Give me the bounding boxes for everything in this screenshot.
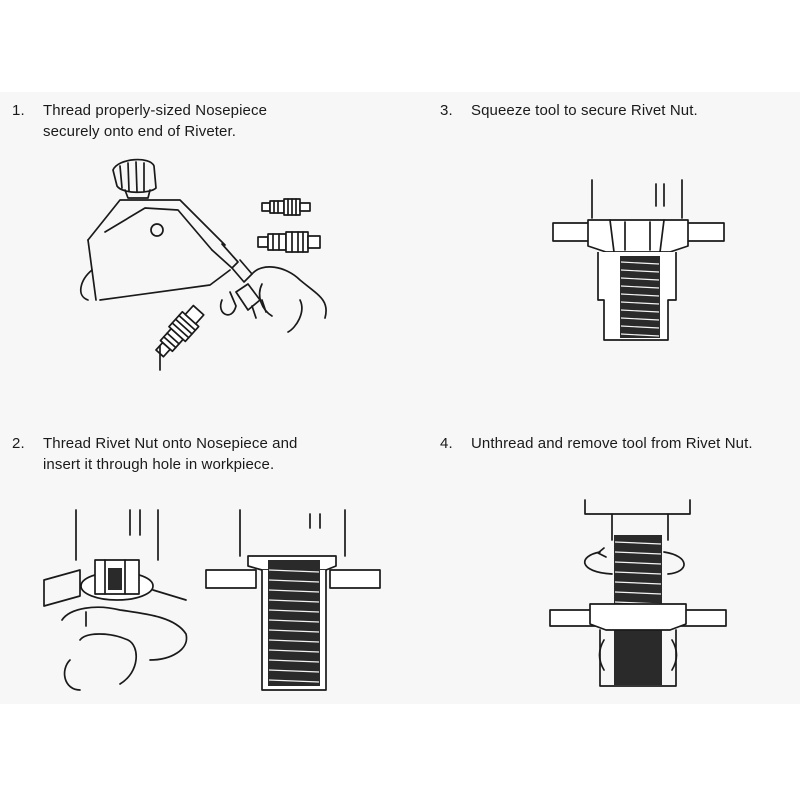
step-2-number: 2. bbox=[12, 435, 25, 452]
step-1-line-1: Thread properly-sized Nosepiece bbox=[43, 102, 268, 119]
instruction-sheet bbox=[0, 92, 800, 704]
step-2-line-1: Thread Rivet Nut onto Nosepiece and bbox=[43, 435, 298, 452]
unthread-tool-illustration bbox=[545, 495, 735, 695]
step-4-number: 4. bbox=[440, 435, 453, 452]
step-3-line-1: Squeeze tool to secure Rivet Nut. bbox=[471, 102, 698, 119]
riveter-nosepiece-illustration bbox=[70, 150, 360, 380]
step-2-line-2: insert it through hole in workpiece. bbox=[43, 456, 275, 473]
step-3-number: 3. bbox=[440, 102, 453, 119]
step-1-number: 1. bbox=[12, 102, 25, 119]
squeeze-tool-illustration bbox=[550, 180, 730, 350]
step-1-line-2: securely onto end of Riveter. bbox=[43, 123, 237, 140]
insert-rivet-nut-illustration bbox=[40, 500, 390, 700]
step-4-line-1: Unthread and remove tool from Rivet Nut. bbox=[471, 435, 753, 452]
